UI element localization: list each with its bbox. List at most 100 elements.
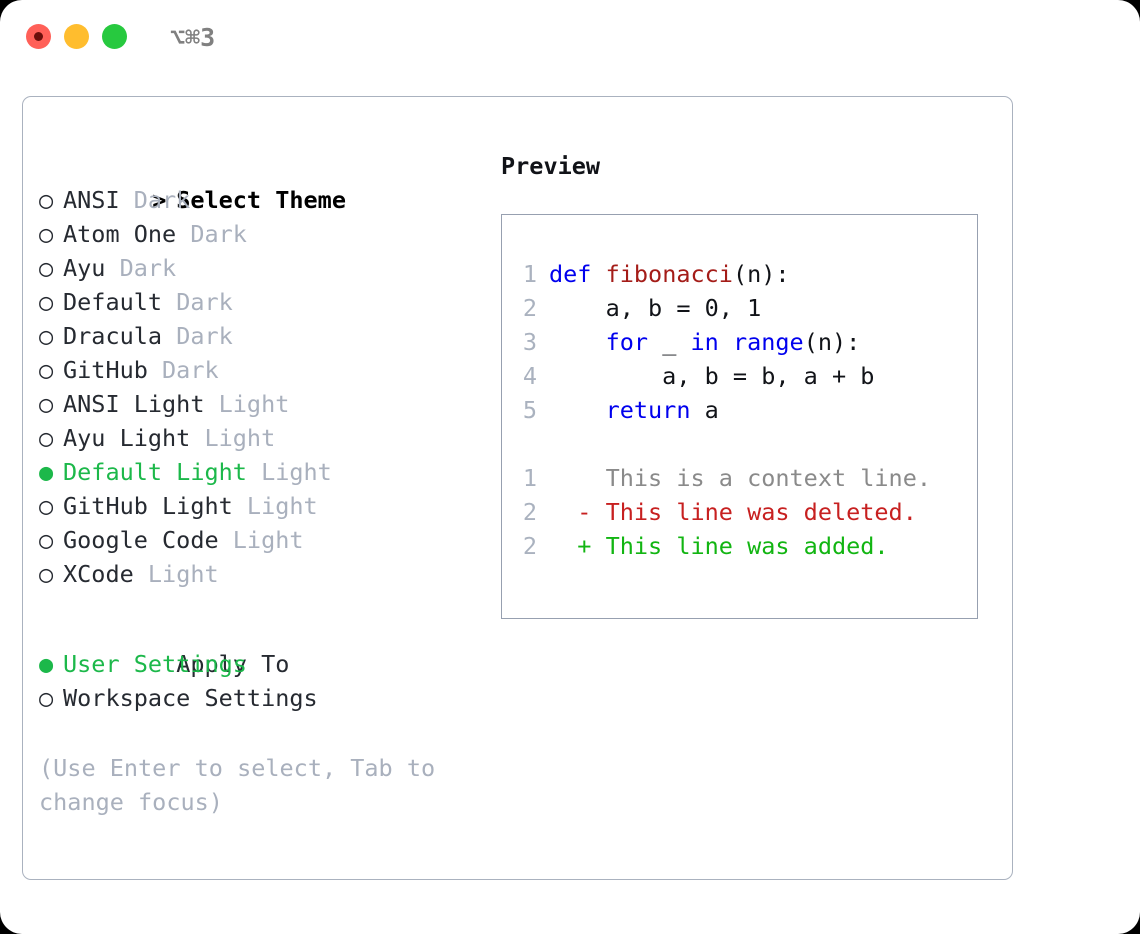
preview-title: Preview — [501, 152, 601, 180]
line-number: 4 — [522, 362, 537, 390]
line-number: 1 — [522, 260, 537, 288]
theme-item-category-tag: Dark — [105, 254, 177, 282]
theme-item-atom-one[interactable]: ○Atom One Dark — [39, 217, 489, 251]
apply-to-header: Apply To — [39, 613, 489, 678]
theme-item-default-light[interactable]: ● Default Light Light — [39, 455, 489, 489]
minimize-button[interactable] — [64, 24, 89, 49]
theme-item-category-tag: Dark — [176, 220, 247, 248]
theme-item-category-tag: Dark — [162, 288, 233, 316]
radio-unselected-icon: ○ — [39, 220, 54, 248]
theme-item-category-tag: Light — [204, 390, 290, 418]
apply-to-option-user-settings[interactable]: ● User Settings — [39, 647, 489, 681]
theme-item-category-tag: Dark — [147, 356, 219, 384]
theme-item-label: Dracula — [63, 322, 163, 350]
radio-unselected-icon: ○ — [39, 424, 54, 452]
theme-item-category-tag: Light — [218, 526, 304, 554]
theme-item-github[interactable]: ○ GitHub Dark — [39, 353, 489, 387]
theme-item-label: GitHub — [63, 356, 148, 384]
theme-item-category-tag: Dark — [162, 322, 233, 350]
radio-selected-icon: ● — [39, 458, 54, 486]
code-token: (n): — [803, 328, 861, 356]
theme-item-category-tag: Light — [133, 560, 219, 588]
diff-line-text: This is a context line. — [605, 464, 932, 492]
radio-unselected-icon: ○ — [39, 526, 54, 554]
theme-item-default[interactable]: ○Default Dark — [39, 285, 489, 319]
apply-to-option-workspace-settings[interactable]: ○ Workspace Settings — [39, 681, 489, 715]
theme-item-github-light[interactable]: ○ GitHub Light Light — [39, 489, 489, 523]
radio-unselected-icon: ○ — [39, 390, 54, 418]
code-token: a, b = 0, 1 — [549, 294, 762, 322]
line-number: 2 — [522, 532, 537, 560]
theme-item-ayu-light[interactable]: ○Ayu Light Light — [39, 421, 489, 455]
radio-selected-icon: ● — [39, 650, 54, 678]
theme-item-google-code[interactable]: ○Google Code Light — [39, 523, 489, 557]
radio-unselected-icon: ○ — [39, 492, 54, 520]
diff-line-text: This line was added. — [605, 532, 889, 560]
diff-line-text: This line was deleted. — [605, 498, 917, 526]
code-line: 3 for _ in range(n): — [515, 325, 931, 359]
close-button[interactable] — [26, 24, 51, 49]
apply-to-spacer — [39, 591, 489, 613]
apply-to-options: ● User Settings ○ Workspace Settings — [39, 647, 489, 715]
theme-item-label: Default Light — [63, 458, 247, 486]
theme-item-label: ANSI Light — [63, 390, 205, 418]
line-number: 1 — [522, 464, 537, 492]
apply-to-label: Apply To — [176, 650, 290, 678]
theme-item-ansi[interactable]: ○ ANSI Dark — [39, 183, 489, 217]
theme-item-label: ANSI — [63, 186, 120, 214]
select-theme-header: > Select Theme — [39, 149, 489, 214]
code-token: _ — [648, 328, 691, 356]
select-theme-label: Select Theme — [176, 186, 346, 214]
code-token — [719, 328, 733, 356]
code-token: a, b = b, a + b — [549, 362, 875, 390]
maximize-button[interactable] — [102, 24, 127, 49]
code-token: (n): — [732, 260, 790, 288]
theme-item-label: XCode — [63, 560, 134, 588]
title-bar: ⌥⌘3 — [0, 0, 1140, 78]
radio-unselected-icon: ○ — [39, 186, 54, 214]
apply-to-option-label: User Settings — [63, 650, 247, 678]
line-number: 3 — [522, 328, 537, 356]
theme-item-category-tag: Dark — [119, 186, 191, 214]
code-token: for — [605, 328, 649, 356]
code-token: a — [690, 396, 719, 424]
theme-item-ansi-light[interactable]: ○ ANSI Light Light — [39, 387, 489, 421]
prompt-caret-icon: > — [152, 186, 167, 214]
line-number: 2 — [522, 498, 537, 526]
theme-item-label: GitHub Light — [63, 492, 233, 520]
code-line: 5 return a — [515, 393, 931, 427]
theme-item-category-tag: Light — [246, 458, 332, 486]
radio-unselected-icon: ○ — [39, 356, 54, 384]
theme-item-label: Ayu — [63, 254, 106, 282]
theme-item-ayu[interactable]: ○ Ayu Dark — [39, 251, 489, 285]
theme-list: ○ANSI Dark○Atom One Dark○Ayu Dark○Defaul… — [39, 183, 489, 591]
keyboard-shortcut-label: ⌥⌘3 — [170, 23, 216, 52]
theme-item-category-tag: Light — [190, 424, 276, 452]
code-token: range — [732, 328, 804, 356]
keyboard-hint-text: (Use Enter to select, Tab to change focu… — [39, 754, 450, 816]
apply-to-option-label: Workspace Settings — [63, 684, 318, 712]
radio-unselected-icon: ○ — [39, 684, 54, 712]
radio-unselected-icon: ○ — [39, 560, 54, 588]
radio-unselected-icon: ○ — [39, 322, 54, 350]
radio-unselected-icon: ○ — [39, 288, 54, 316]
code-line: 2 a, b = 0, 1 — [515, 291, 931, 325]
code-token: in — [690, 328, 719, 356]
diff-line-add: 2 + This line was added. — [515, 529, 931, 563]
code-line: 1 def fibonacci(n): — [515, 257, 931, 291]
code-token — [549, 328, 606, 356]
window-controls — [26, 24, 127, 49]
radio-unselected-icon: ○ — [39, 254, 54, 282]
theme-item-dracula[interactable]: ○ Dracula Dark — [39, 319, 489, 353]
theme-item-category-tag: Light — [232, 492, 318, 520]
line-number: 2 — [522, 294, 537, 322]
diff-marker-icon: - — [549, 498, 606, 526]
code-token: fibonacci — [605, 260, 733, 288]
hint-spacer — [39, 715, 489, 751]
code-token: def — [549, 260, 592, 288]
theme-item-xcode[interactable]: ○ XCode Light — [39, 557, 489, 591]
diff-line-ctx: 1 This is a context line. — [515, 461, 931, 495]
